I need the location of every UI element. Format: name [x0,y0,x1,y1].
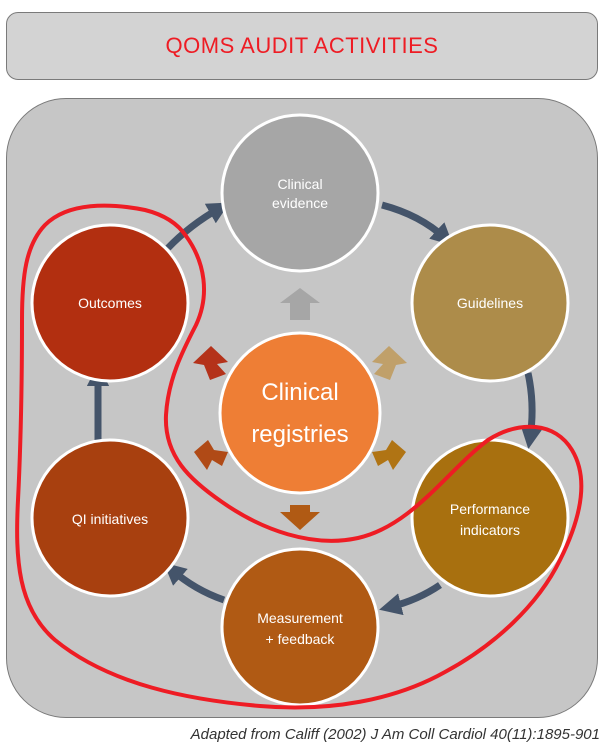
svg-text:Outcomes: Outcomes [78,295,142,311]
center-arrow-upleft [193,346,228,380]
center-arrow-downright [372,440,406,470]
node-clinical-registries: Clinical registries [218,331,382,495]
citation: Adapted from Califf (2002) J Am Coll Car… [190,726,600,743]
svg-text:evidence: evidence [272,195,328,211]
highlight-loop [15,203,584,710]
node-clinical-evidence: Clinical evidence [220,113,380,273]
arrow-measurement-to-qi [163,562,226,604]
arrow-performance-to-measurement [379,582,442,616]
center-arrow-downleft [194,440,228,470]
arrow-outcomes-to-evidence [165,202,230,251]
svg-text:QI initiatives: QI initiatives [72,511,148,527]
node-outcomes: Outcomes [30,223,190,383]
title-banner: QOMS AUDIT ACTIVITIES [6,12,598,80]
svg-text:Measurement: Measurement [257,610,343,626]
svg-text:registries: registries [251,421,348,448]
node-performance-indicators: Performance indicators [410,438,570,598]
svg-text:Performance: Performance [450,501,530,517]
node-guidelines: Guidelines [410,223,570,383]
center-arrow-down [280,505,320,530]
arrow-guidelines-to-performance [520,372,543,450]
svg-text:+ feedback: + feedback [266,631,336,647]
svg-text:Guidelines: Guidelines [457,295,523,311]
node-qi-initiatives: QI initiatives [30,438,190,598]
svg-text:Clinical: Clinical [277,176,322,192]
node-measurement-feedback: Measurement + feedback [220,547,380,707]
svg-text:indicators: indicators [460,522,520,538]
cycle-arrows [86,201,543,616]
arrow-evidence-to-guidelines [381,201,454,246]
page-title: QOMS AUDIT ACTIVITIES [165,33,439,58]
center-arrows [193,288,407,530]
center-arrow-upright [372,346,407,380]
center-arrow-up [280,288,320,320]
svg-text:Clinical: Clinical [261,379,338,406]
